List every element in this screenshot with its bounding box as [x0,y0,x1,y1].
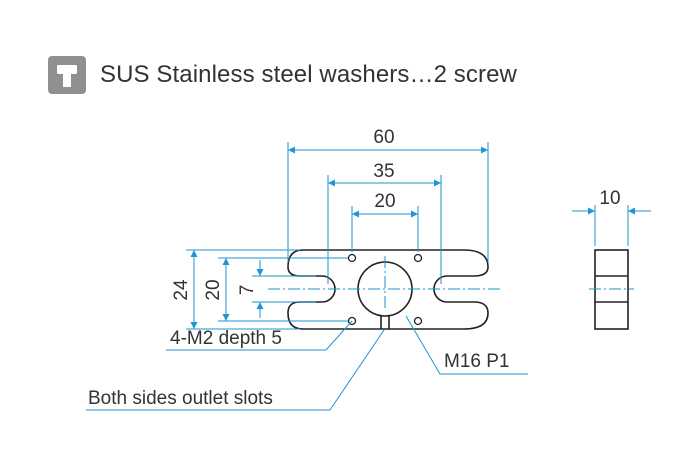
callout-leaders [86,315,528,411]
dim-hole-vertical-spacing: 20 [203,279,224,300]
screw-glyph [57,65,77,87]
page-title: SUS Stainless steel washers…2 screw [100,61,517,88]
dimension-lines [186,142,651,330]
tapped-hole [347,253,357,263]
callout-tapped-holes: 4-M2 depth 5 [170,328,282,349]
tapped-hole [347,316,357,326]
dim-thickness: 10 [599,188,620,209]
tapped-hole [413,316,423,326]
callout-outlet-slots: Both sides outlet slots [88,388,273,409]
callout-center-thread: M16 P1 [444,351,509,372]
dim-overall-width: 60 [373,127,394,148]
center-lines [268,256,500,310]
tapped-holes [347,253,423,326]
tapped-hole [413,253,423,263]
dim-slot-spacing: 35 [373,161,394,182]
dim-slot-width: 7 [237,285,258,296]
header: SUS Stainless steel washers…2 screw [48,56,517,94]
screw-head-icon [48,56,86,94]
dim-hole-spacing: 20 [374,191,395,212]
dim-overall-height: 24 [171,279,192,301]
